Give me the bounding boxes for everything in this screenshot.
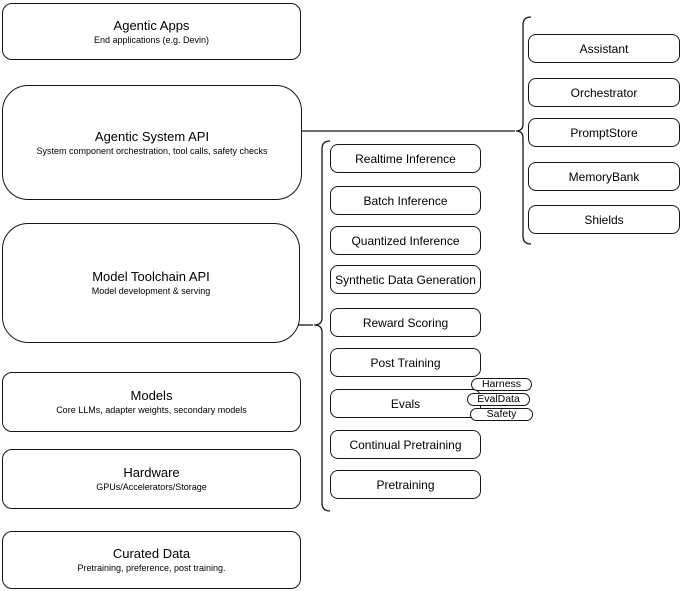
node-post-training: Post Training (330, 348, 481, 377)
node-subtitle: Pretraining, preference, post training. (77, 563, 226, 573)
node-subtitle: GPUs/Accelerators/Storage (96, 482, 207, 492)
node-continual-pretraining: Continual Pretraining (330, 430, 481, 459)
node-promptstore: PromptStore (528, 118, 680, 147)
node-title: Agentic System API (94, 128, 210, 144)
toolchain-bracket (313, 140, 331, 512)
node-model-toolchain-api: Model Toolchain API Model development & … (2, 223, 300, 343)
node-title: Curated Data (112, 546, 191, 561)
node-hardware: Hardware GPUs/Accelerators/Storage (2, 449, 301, 509)
node-title: Agentic Apps (113, 17, 190, 33)
node-shields: Shields (528, 205, 680, 234)
node-agentic-apps: Agentic Apps End applications (e.g. Devi… (2, 3, 301, 60)
node-realtime-inference: Realtime Inference (330, 144, 481, 173)
node-title: Model Toolchain API (92, 269, 210, 284)
node-subtitle: Core LLMs, adapter weights, secondary mo… (56, 405, 247, 415)
node-orchestrator: Orchestrator (528, 78, 680, 107)
node-synthetic-data-generation: Synthetic Data Generation (330, 265, 481, 294)
node-reward-scoring: Reward Scoring (330, 308, 481, 337)
tag-evaldata: EvalData (467, 393, 530, 406)
node-pretraining: Pretraining (330, 470, 481, 499)
node-evals: Evals (330, 389, 481, 418)
node-assistant: Assistant (528, 34, 680, 63)
node-title: Models (130, 388, 173, 403)
tag-safety: Safety (470, 408, 533, 421)
node-memorybank: MemoryBank (528, 162, 680, 191)
node-subtitle: Model development & serving (91, 286, 211, 296)
node-curated-data: Curated Data Pretraining, preference, po… (2, 531, 301, 589)
node-subtitle: End applications (e.g. Devin) (93, 34, 210, 45)
node-batch-inference: Batch Inference (330, 186, 481, 215)
node-quantized-inference: Quantized Inference (330, 226, 481, 255)
tag-harness: Harness (471, 378, 532, 391)
node-agentic-system-api: Agentic System API System component orch… (2, 85, 302, 200)
node-title: Hardware (123, 465, 180, 480)
node-subtitle: System component orchestration, tool cal… (36, 145, 268, 156)
node-models: Models Core LLMs, adapter weights, secon… (2, 372, 301, 432)
